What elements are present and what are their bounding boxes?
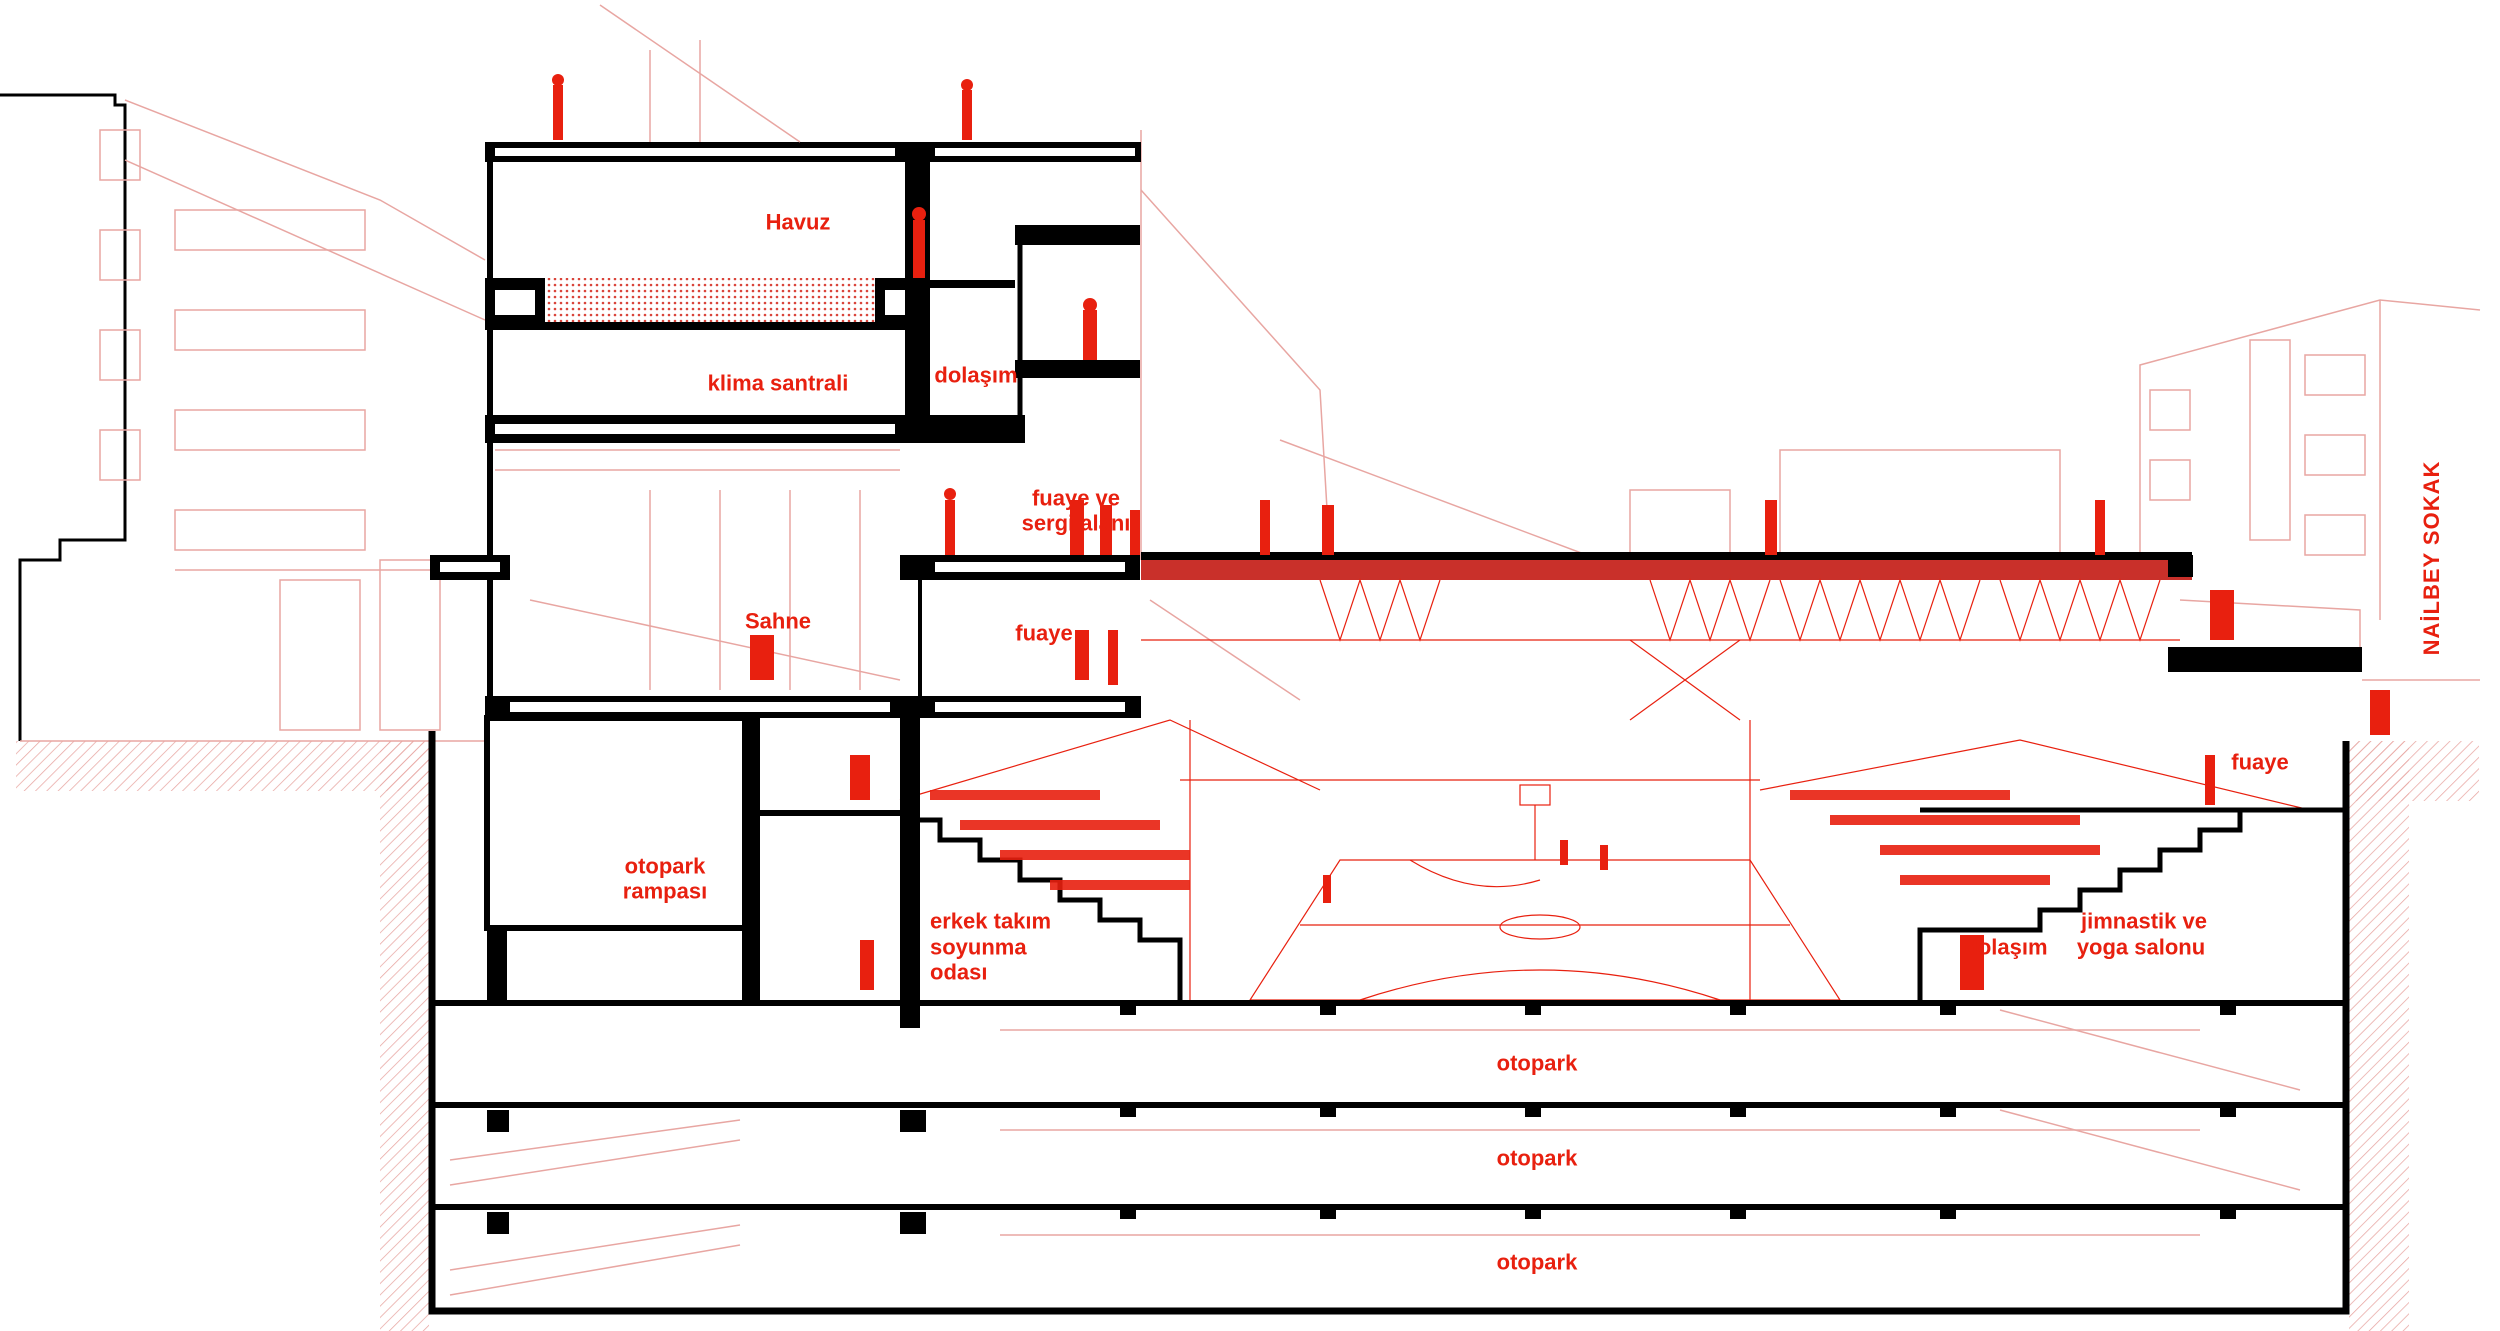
parking-bay-lines <box>449 1009 2301 1296</box>
basement-structure <box>428 715 2350 1315</box>
label-otopark-2: otopark <box>1496 1145 1578 1171</box>
label-fuaye-sergi-line1: fuaye ve <box>1031 485 1121 511</box>
upper-building-structure <box>430 142 1141 718</box>
gym-roof <box>1141 552 2362 672</box>
label-dolasim-right: dolaşım <box>1964 934 2048 960</box>
left-background-buildings <box>0 93 486 742</box>
basketball-court <box>1248 784 1842 1001</box>
label-jimnastik-line1: jimnastik ve <box>2081 908 2207 934</box>
label-fuaye-sergi-line2: sergi alanı <box>1021 510 1131 536</box>
roof-trusses <box>1141 578 2180 721</box>
label-dolasim-top: dolaşım <box>934 362 1018 388</box>
label-otopark-1: otopark <box>1496 1050 1578 1076</box>
people-silhouettes <box>552 74 2390 990</box>
ground-hatch <box>16 741 2479 1331</box>
label-klima-santrali: klima santrali <box>707 370 849 396</box>
label-fuaye-mid: fuaye <box>1015 620 1073 646</box>
label-soyunma-line1: erkek takım <box>930 908 1052 934</box>
right-background-buildings <box>1140 130 2481 681</box>
label-soyunma-line3: odası <box>930 959 988 985</box>
label-otopark-3: otopark <box>1496 1249 1578 1275</box>
upper-building-interior-lines <box>495 4 1301 701</box>
label-havuz: Havuz <box>765 209 831 235</box>
label-soyunma-line2: soyunma <box>930 934 1027 960</box>
label-otopark-rampasi-line2: rampası <box>622 878 708 904</box>
label-sahne: Sahne <box>744 608 812 634</box>
label-otopark-rampasi-line1: otopark <box>624 853 706 879</box>
label-jimnastik-line2: yoga salonu <box>2076 934 2206 960</box>
label-fuaye-right: fuaye <box>2231 749 2289 775</box>
label-street-name: NAİLBEY SOKAK <box>2419 460 2444 656</box>
